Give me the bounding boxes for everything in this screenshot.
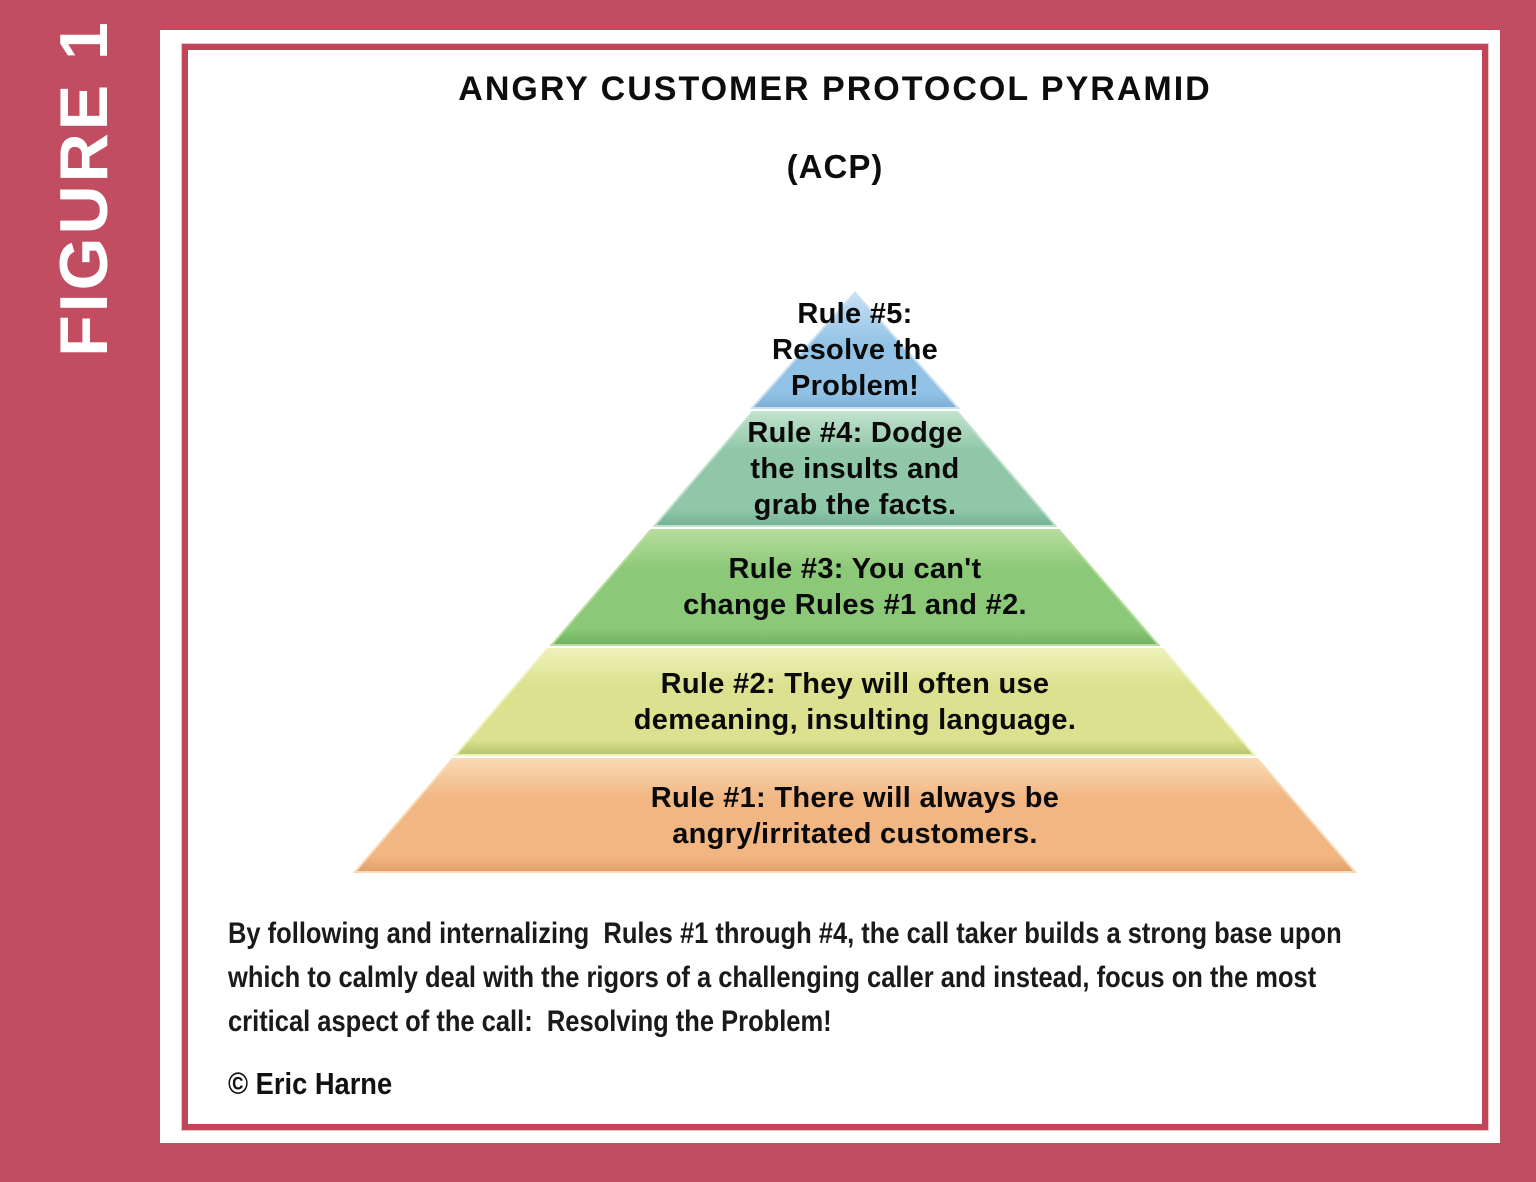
pyramid-tier-2-shape — [453, 648, 1257, 756]
tier-5-line-3: Problem! — [790, 370, 920, 402]
tier-1-line-1: Rule #1: There will always be — [650, 782, 1060, 814]
pyramid-tier-4-label: Rule #4: Dodge the insults and grab the … — [505, 415, 1205, 523]
pyramid-tier-4-shape — [652, 411, 1058, 527]
tier-3-line-2: change Rules #1 and #2. — [683, 589, 1027, 621]
tier-4-line-2: the insults and — [750, 453, 960, 485]
pyramid-tier-2-label: Rule #2: They will often use demeaning, … — [505, 666, 1205, 738]
caption-line-2: which to calmly deal with the rigors of … — [228, 961, 1317, 994]
caption-paragraph: By following and internalizing Rules #1 … — [228, 912, 1342, 1044]
tier-2-line-2: demeaning, insulting language. — [633, 704, 1077, 736]
pyramid-tier-5-shape — [749, 290, 961, 409]
caption-line-1: By following and internalizing Rules #1 … — [228, 917, 1342, 950]
diagram-title: ANGRY CUSTOMER PROTOCOL PYRAMID — [458, 70, 1212, 108]
tier-5-line-2: Resolve the — [771, 334, 939, 366]
pyramid-tier-3-shape — [549, 529, 1161, 646]
pyramid-tier-1-label: Rule #1: There will always be angry/irri… — [505, 780, 1205, 852]
diagram-subtitle: (ACP) — [786, 148, 884, 185]
tier-5-line-1: Rule #5: — [797, 298, 913, 330]
tier-4-line-1: Rule #4: Dodge — [747, 417, 963, 449]
tier-2-line-1: Rule #2: They will often use — [660, 668, 1050, 700]
pyramid-tier-3-label: Rule #3: You can't change Rules #1 and #… — [505, 551, 1205, 623]
tier-4-line-3: grab the facts. — [753, 489, 957, 521]
tier-1-line-2: angry/irritated customers. — [672, 818, 1038, 850]
pyramid-tier-5-label: Rule #5: Resolve the Problem! — [505, 296, 1205, 404]
tier-3-line-1: Rule #3: You can't — [728, 553, 982, 585]
panel-inner-border — [182, 44, 1488, 1130]
copyright-line: © Eric Harne — [228, 1066, 393, 1101]
caption-line-3: critical aspect of the call: Resolving t… — [228, 1005, 832, 1038]
pyramid-tier-1-shape — [352, 758, 1358, 873]
